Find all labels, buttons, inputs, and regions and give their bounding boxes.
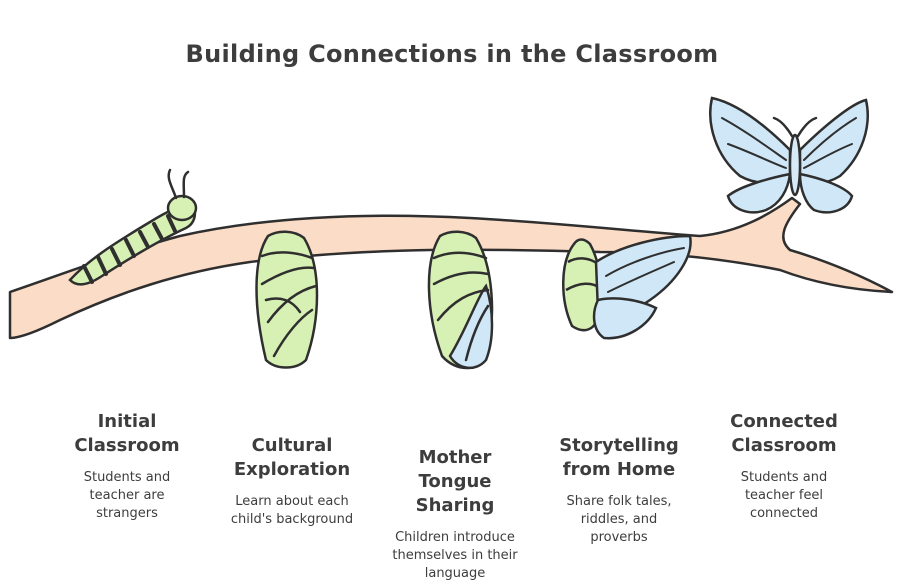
metamorphosis-illustration xyxy=(8,96,894,370)
diagram-title: Building Connections in the Classroom xyxy=(185,40,719,68)
stage-description: Students and teacher feel connected xyxy=(740,470,828,521)
chrysalis-icon xyxy=(255,230,319,369)
stage-description: Share folk tales, riddles, and proverbs xyxy=(566,494,672,545)
branch xyxy=(8,196,894,340)
stage-title: Mother Tongue Sharing xyxy=(415,447,495,516)
stage-mother-tongue-sharing: Mother Tongue Sharing Children introduce… xyxy=(370,446,540,583)
stage-description: Children introduce themselves in their l… xyxy=(392,530,518,581)
chrysalis-emerging-icon xyxy=(427,230,494,370)
butterfly-emerging-icon xyxy=(562,234,692,340)
stage-connected-classroom: Connected Classroom Students and teacher… xyxy=(699,410,869,523)
stage-title: Initial Classroom xyxy=(74,411,180,456)
stage-cultural-exploration: Cultural Exploration Learn about each ch… xyxy=(207,434,377,529)
stage-description: Students and teacher are strangers xyxy=(83,470,171,521)
butterfly-icon xyxy=(709,96,869,214)
stage-storytelling-from-home: Storytelling from Home Share folk tales,… xyxy=(534,434,704,547)
stage-title: Cultural Exploration xyxy=(233,435,351,480)
stage-title: Storytelling from Home xyxy=(559,435,679,480)
stage-initial-classroom: Initial Classroom Students and teacher a… xyxy=(42,410,212,523)
stage-title: Connected Classroom xyxy=(730,411,838,456)
stage-description: Learn about each child's background xyxy=(230,494,354,527)
caterpillar-icon xyxy=(68,168,198,286)
